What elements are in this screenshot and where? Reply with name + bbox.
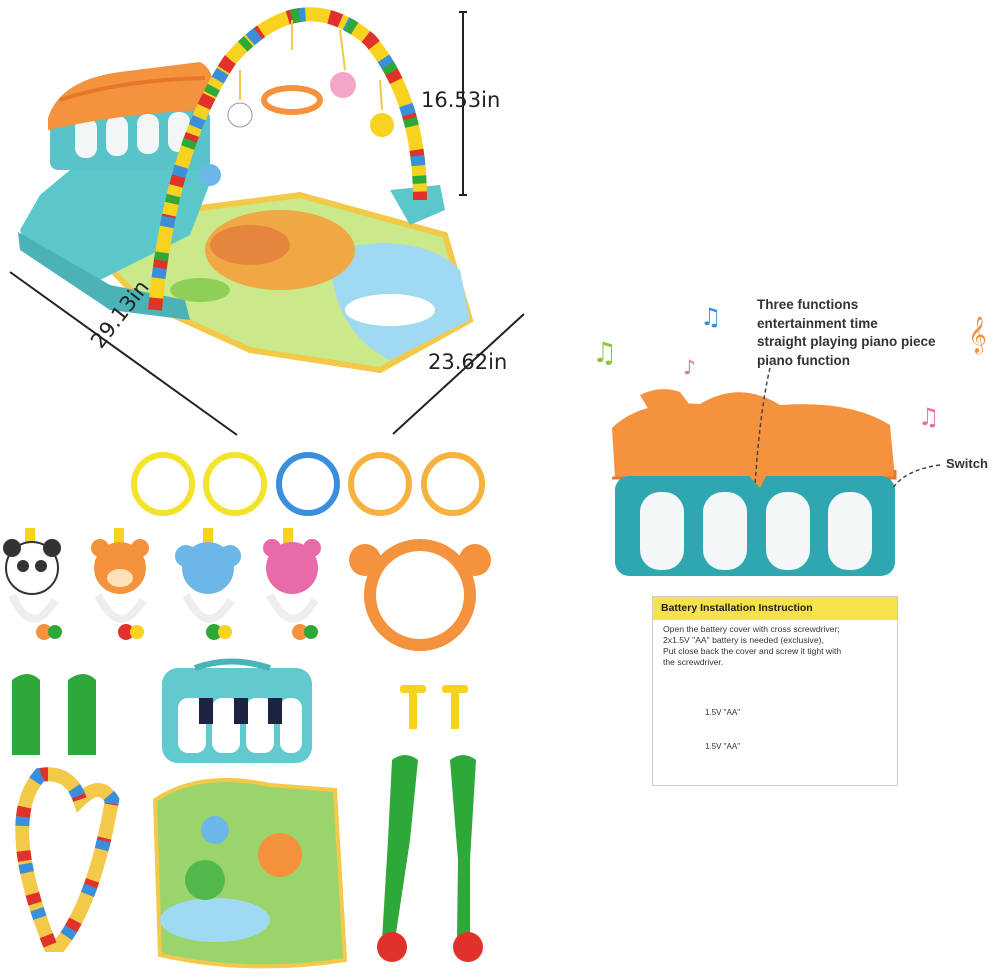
animal-rattles xyxy=(3,528,491,651)
battery-instruction-box: Battery Installation Instruction Open th… xyxy=(652,596,898,786)
link-rings xyxy=(131,452,485,516)
function-line: piano function xyxy=(757,352,850,368)
battery-title: Battery Installation Instruction xyxy=(653,597,897,620)
play-gym-assembled xyxy=(18,7,474,374)
function-line: entertainment time xyxy=(757,315,878,331)
svg-text:♫: ♫ xyxy=(592,336,617,369)
battery-text-line: 2x1.5V "AA" battery is needed (exclusive… xyxy=(663,635,824,645)
battery-text-line: Open the battery cover with cross screwd… xyxy=(663,624,840,634)
svg-text:♫: ♫ xyxy=(700,303,722,331)
battery-cell-label: 1.5V "AA" xyxy=(705,708,741,717)
battery-cell-label: 1.5V "AA" xyxy=(705,742,741,751)
parts xyxy=(12,658,468,763)
piano-closeup: ♫ ♫ ♪ ♫ 𝄞 xyxy=(592,303,987,576)
svg-text:♫: ♫ xyxy=(918,403,940,431)
height-dimension-label: 16.53in xyxy=(421,88,501,112)
dimension-lines xyxy=(9,11,525,436)
battery-text-line: the screwdriver. xyxy=(663,657,724,667)
svg-text:♪: ♪ xyxy=(683,355,696,379)
battery-instructions: Open the battery cover with cross screwd… xyxy=(663,624,893,668)
function-line: Three functions xyxy=(757,297,859,312)
battery-text-line: Put close back the cover and screw it ti… xyxy=(663,646,842,656)
switch-label: Switch xyxy=(946,456,988,471)
function-line: straight playing piano piece xyxy=(757,334,936,349)
width-dimension-label: 23.62in xyxy=(428,350,508,374)
bottom-parts xyxy=(15,755,483,969)
functions-callout: Three functions entertainment time strai… xyxy=(757,296,936,370)
svg-text:𝄞: 𝄞 xyxy=(968,315,987,354)
